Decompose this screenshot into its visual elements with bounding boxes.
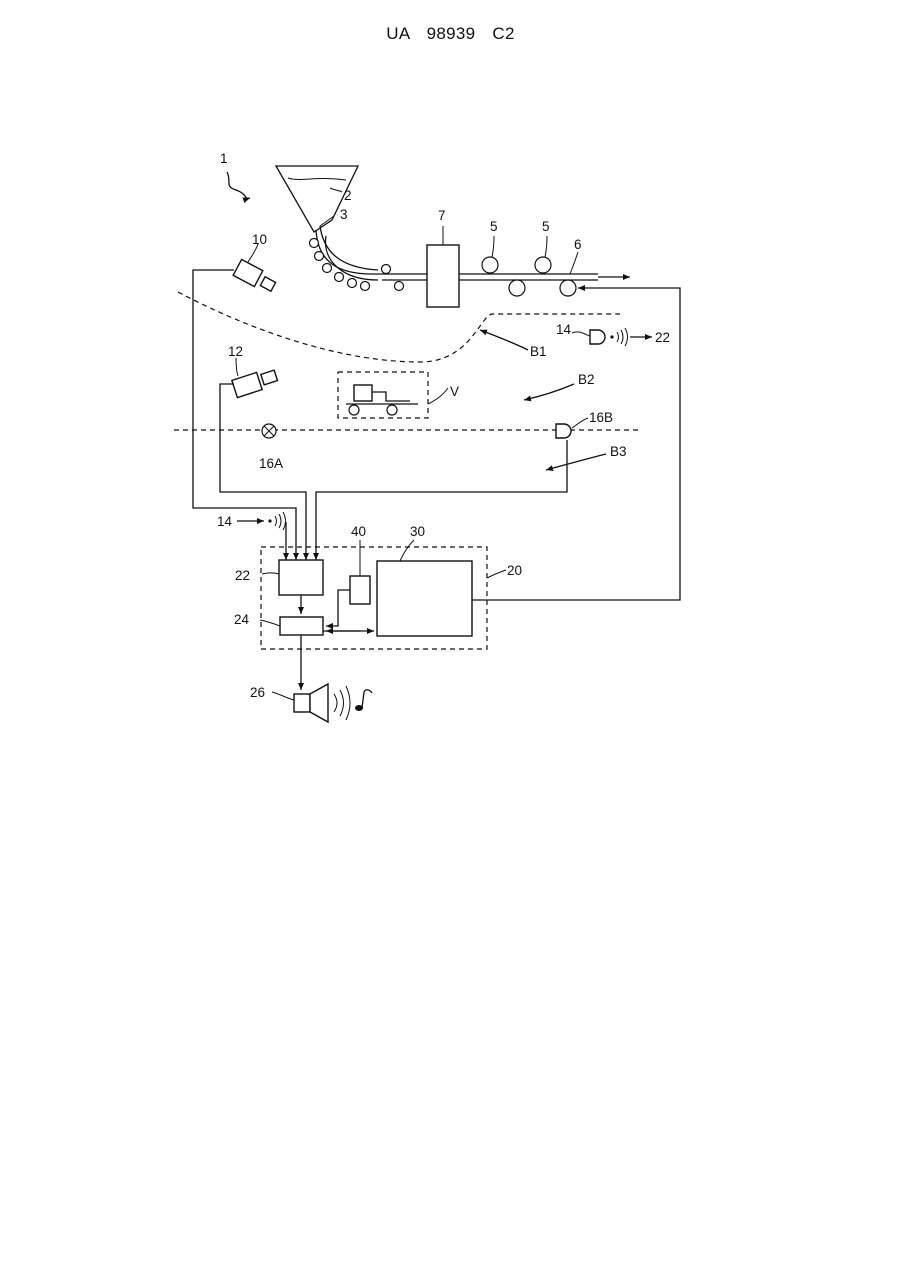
zone-labels: B1 B2 B3	[480, 330, 627, 470]
label-belt: 6	[574, 237, 582, 252]
zone-boundaries	[174, 292, 638, 430]
press-unit: 7	[427, 208, 459, 307]
camera-10-icon: 10	[233, 232, 275, 291]
module-block	[350, 576, 370, 604]
label-processor: 24	[234, 612, 250, 627]
label-system: 1	[220, 151, 228, 166]
label-roller-b: 5	[542, 219, 550, 234]
control-unit: 20 22 24 40 30	[234, 524, 522, 649]
chute-roller	[348, 279, 357, 288]
display-block	[377, 561, 472, 636]
label-roller-a: 5	[490, 219, 498, 234]
label-receiver: 22	[235, 568, 250, 583]
label-sensor: 16B	[589, 410, 613, 425]
lamp-16a-icon: 16A	[259, 424, 283, 471]
label-zone-b2: B2	[578, 372, 595, 387]
chute-roller	[315, 252, 324, 261]
belt-roller	[395, 282, 404, 291]
system-pointer: 1	[220, 151, 250, 198]
label-speaker: 26	[250, 685, 265, 700]
label-camera-10: 10	[252, 232, 267, 247]
transmitter-14-left-icon: 14	[217, 512, 286, 530]
vehicle-icon: V	[338, 372, 459, 418]
chute-roller	[335, 273, 344, 282]
label-press: 7	[438, 208, 446, 223]
transmitter-14-icon: 14 22	[556, 322, 670, 346]
chute-roller	[361, 282, 370, 291]
label-transmitter-top: 14	[556, 322, 572, 337]
speaker-icon: 26	[250, 635, 350, 722]
hopper: 2	[276, 166, 358, 232]
camera-12-icon: 12	[228, 344, 278, 398]
label-hopper: 2	[344, 188, 352, 203]
sensor-16b-icon: 16B	[556, 410, 613, 438]
label-control-unit: 20	[507, 563, 522, 578]
chute-roller	[323, 264, 332, 273]
belt-roller	[382, 265, 391, 274]
label-display: 30	[410, 524, 425, 539]
label-zone-b3: B3	[610, 444, 627, 459]
label-transmitter-left: 14	[217, 514, 233, 529]
processor-block	[280, 617, 323, 635]
chute-roller	[310, 239, 319, 248]
label-camera-12: 12	[228, 344, 243, 359]
label-vehicle: V	[450, 384, 459, 399]
label-transmitter-target: 22	[655, 330, 670, 345]
label-chute: 3	[340, 207, 348, 222]
music-note-icon	[355, 690, 372, 711]
belt-rollers: 5 5 6	[482, 219, 630, 296]
label-module: 40	[351, 524, 366, 539]
label-zone-b1: B1	[530, 344, 547, 359]
receiver-block	[279, 560, 323, 595]
label-lamp: 16A	[259, 456, 283, 471]
